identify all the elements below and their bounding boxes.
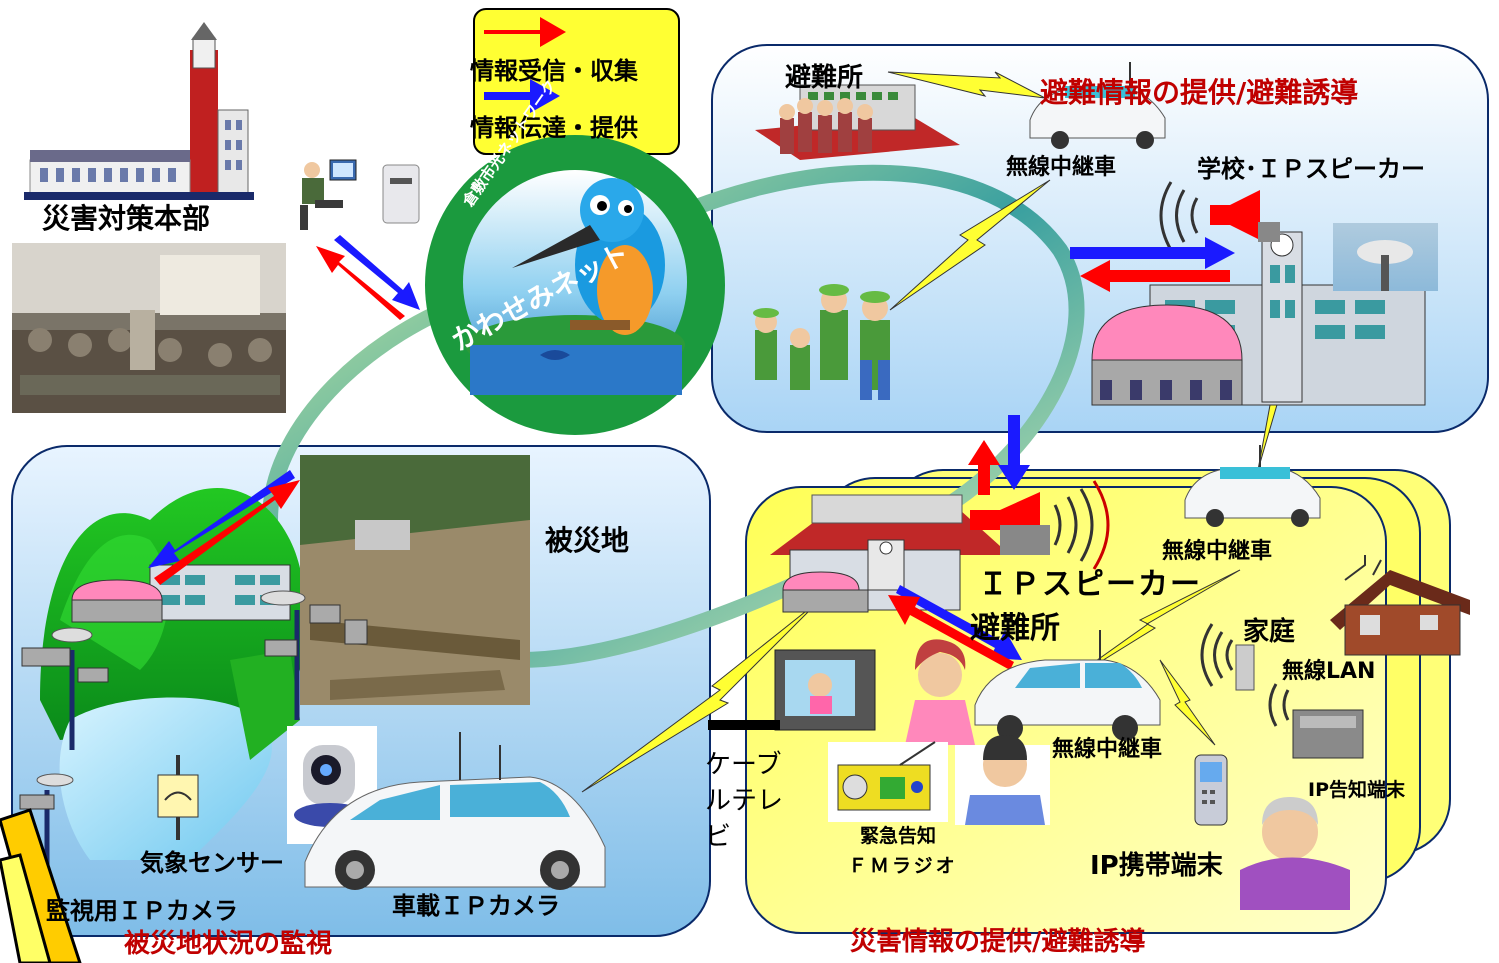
disaster-area-label: 被災地 [545, 524, 630, 557]
wlan-waves-icon [1200, 623, 1255, 691]
monitor-camera-icon-2 [260, 590, 368, 720]
wlan-label: 無線LAN [1282, 659, 1376, 684]
weather-sensor-icon [157, 755, 199, 840]
home-house-icon [1330, 555, 1470, 656]
vehicle-camera-label: 車載ＩＰカメラ [392, 892, 560, 920]
home-label: 家庭 [1243, 617, 1296, 647]
evacuation-shelter-group [755, 84, 960, 160]
elderly-man-figure [1240, 797, 1350, 910]
disaster-panel-title: 被災地状況の監視 [124, 929, 333, 959]
vertical-red-arrow [968, 440, 1000, 495]
info-ip-speaker-icon [970, 480, 1110, 570]
server-icon [382, 164, 420, 224]
lightning-people [889, 179, 1051, 311]
man-figure [955, 735, 1050, 825]
info-red-arrow [888, 595, 1014, 670]
lightning-shelter-car [887, 71, 1046, 99]
ip-mobile-icon [1194, 754, 1228, 826]
info-shelter-building [770, 494, 1010, 613]
disaster-red-arrow [154, 480, 300, 585]
legend-transmit-label: 情報伝達・提供 [470, 114, 638, 142]
info-panel-title: 災害情報の提供/避難誘導 [850, 927, 1146, 957]
fm-radio-label-2: ＦＭラジオ [848, 855, 958, 877]
school-speaker-label: 学校･ＩＰスピーカー [1197, 155, 1425, 183]
ip-mobile-label: IP携帯端末 [1090, 851, 1223, 881]
fm-radio-icon [828, 741, 948, 822]
hq-title: 災害対策本部 [42, 202, 211, 235]
info-relay-car-bottom [974, 630, 1161, 741]
cable-tv-icon [774, 649, 876, 731]
vertical-blue-arrow [998, 415, 1030, 490]
operator-figure [300, 159, 357, 230]
disaster-site-photo [300, 455, 530, 705]
legend-receive-label: 情報受信・収集 [470, 57, 638, 85]
speaker-photo [1333, 223, 1438, 291]
hq-building [24, 22, 254, 200]
school-speaker-icon [1159, 181, 1280, 251]
woman-figure [905, 639, 975, 745]
disaster-blue-arrow [148, 470, 295, 568]
hq-red-arrow [316, 246, 405, 320]
legend-red-arrow [484, 17, 566, 47]
vehicle-camera-car [304, 732, 606, 890]
info-shelter-label: 避難所 [970, 611, 1060, 646]
info-relay-car-bottom-label: 無線中継車 [1052, 737, 1163, 762]
weather-sensor-label: 気象センサー [140, 849, 284, 877]
kawasemi-net-logo [425, 135, 725, 435]
info-relay-car-top [1184, 445, 1321, 527]
info-relay-car-top-label: 無線中継車 [1162, 539, 1273, 564]
info-blue-arrow [896, 585, 1022, 660]
fm-radio-label-1: 緊急告知 [860, 825, 937, 847]
ip-notice-terminal-label: IP告知端末 [1308, 779, 1405, 801]
monitor-camera-icon-1 [21, 627, 109, 750]
monitor-camera-icon-3 [19, 773, 74, 870]
evacuation-panel-title: 避難情報の提供/避難誘導 [1040, 76, 1359, 109]
evacuation-shelter-label: 避難所 [785, 63, 864, 93]
relay-car-top [1029, 62, 1166, 149]
school-building [1091, 231, 1426, 406]
cable-tv-label: ケーブルテレビ [705, 750, 784, 852]
school-blue-arrow [1070, 237, 1235, 269]
hq-blue-arrow [334, 235, 420, 310]
evacuee-people-group [753, 284, 890, 400]
school-red-arrow [1080, 260, 1230, 292]
evacuation-relay-car-label: 無線中継車 [1006, 155, 1117, 180]
lightning-to-mobile [1159, 659, 1216, 746]
legend-blue-arrow [484, 79, 560, 113]
ip-notice-terminal-icon [1268, 683, 1364, 759]
hq-meeting-photo [12, 243, 286, 413]
monitor-camera-label: 監視用ＩＰカメラ [46, 897, 238, 925]
info-ip-speaker-label: ＩＰスピーカー [978, 567, 1202, 602]
